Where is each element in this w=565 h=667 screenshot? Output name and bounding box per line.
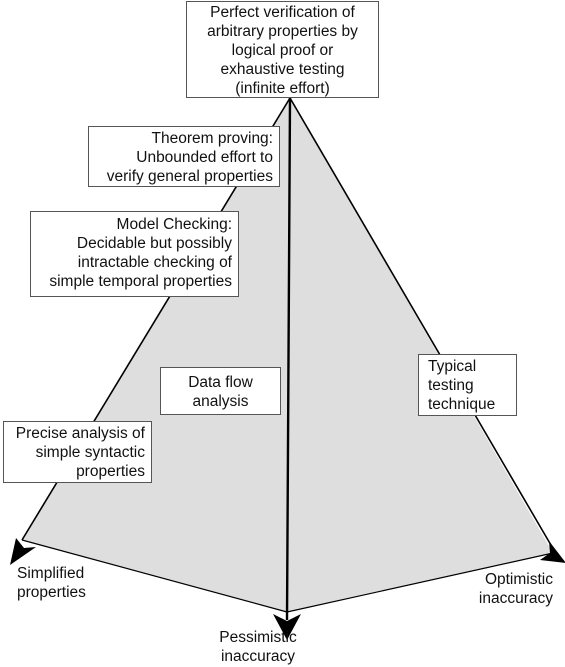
model-checking-line-4: simple temporal properties xyxy=(49,273,232,290)
model-checking-box: Model Checking: Decidable but possibly i… xyxy=(30,211,239,297)
typical-testing-line-1: Typical xyxy=(428,358,477,375)
data-flow-line-1: Data flow xyxy=(188,374,253,391)
perfect-verification-box: Perfect verification of arbitrary proper… xyxy=(186,1,379,98)
typical-testing-line-3: technique xyxy=(428,396,496,413)
model-checking-line-2: Decidable but possibly xyxy=(76,235,232,252)
precise-analysis-box: Precise analysis of simple syntactic pro… xyxy=(3,421,152,483)
optimistic-inaccuracy-line-1: Optimistic xyxy=(484,571,553,588)
perfect-verification-line-2: arbitrary properties by xyxy=(207,23,358,40)
typical-testing-line-2: testing xyxy=(428,377,474,394)
base-left-edge xyxy=(21,539,288,613)
theorem-proving-box: Theorem proving: Unbounded effort to ver… xyxy=(88,126,280,187)
theorem-proving-line-1: Theorem proving: xyxy=(151,130,273,147)
base-right-edge xyxy=(286,552,554,613)
theorem-proving-line-3: verify general properties xyxy=(106,168,273,185)
precise-analysis-line-1: Precise analysis of xyxy=(15,425,145,442)
simplified-properties-line-1: Simplified xyxy=(17,565,85,582)
pessimistic-inaccuracy-line-2: inaccuracy xyxy=(220,648,296,665)
right-arrowhead-icon xyxy=(540,541,565,563)
typical-testing-box: Typical testing technique xyxy=(418,354,517,416)
data-flow-line-2: analysis xyxy=(192,393,249,410)
pessimistic-inaccuracy-line-1: Pessimistic xyxy=(219,629,297,646)
simplified-properties-label: Simplified properties xyxy=(17,564,86,602)
bottom-arrowhead-icon xyxy=(273,614,301,640)
optimistic-inaccuracy-line-2: inaccuracy xyxy=(478,590,553,607)
perfect-verification-line-5: (infinite effort) xyxy=(235,80,330,97)
perfect-verification-line-1: Perfect verification of xyxy=(210,4,355,21)
simplified-properties-line-2: properties xyxy=(17,584,86,601)
pessimistic-inaccuracy-label: Pessimistic inaccuracy xyxy=(198,628,318,666)
left-arrowhead-icon xyxy=(10,538,36,565)
theorem-proving-line-2: Unbounded effort to xyxy=(136,149,273,166)
perfect-verification-line-4: exhaustive testing xyxy=(220,61,345,78)
optimistic-inaccuracy-label: Optimistic inaccuracy xyxy=(468,570,553,608)
perfect-verification-line-3: logical proof or xyxy=(231,42,334,59)
precise-analysis-line-2: simple syntactic xyxy=(35,444,145,461)
data-flow-analysis-box: Data flow analysis xyxy=(160,367,281,415)
center-edge xyxy=(285,97,292,621)
model-checking-line-3: intractable checking of xyxy=(77,254,232,271)
right-edge xyxy=(289,97,556,553)
precise-analysis-line-3: properties xyxy=(76,463,145,480)
model-checking-line-1: Model Checking: xyxy=(116,216,232,233)
